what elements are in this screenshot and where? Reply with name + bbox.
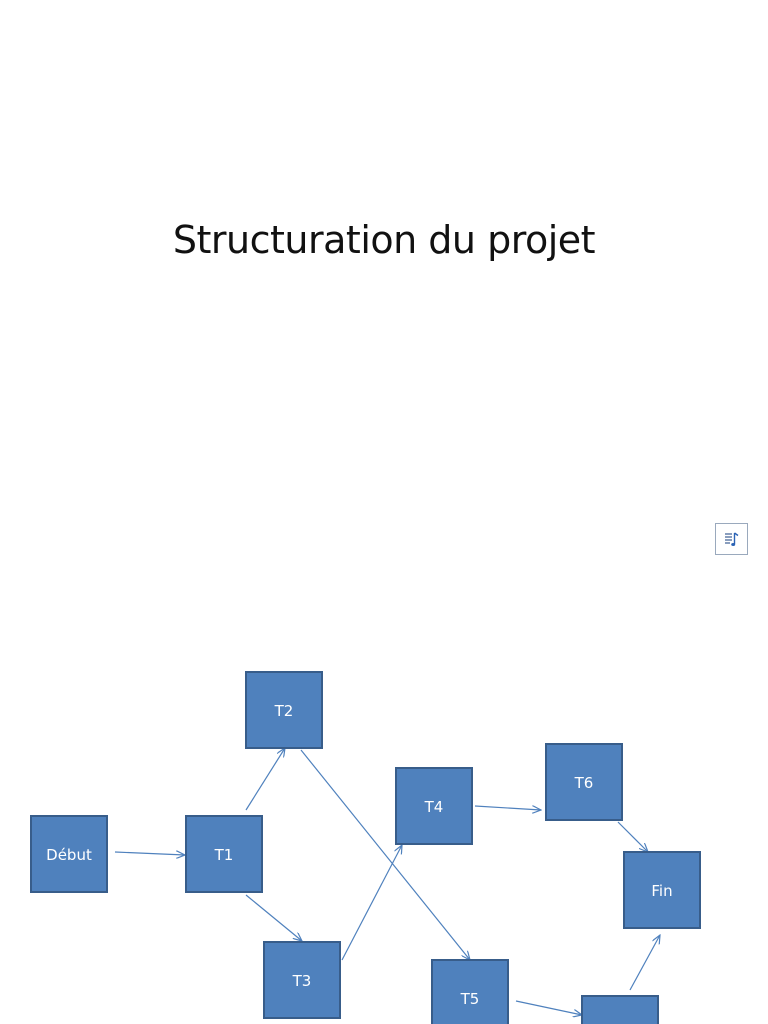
node-debut[interactable]: Début — [30, 815, 108, 893]
node-box — [545, 743, 623, 821]
node-fin[interactable]: Fin — [623, 851, 701, 929]
node-box — [245, 671, 323, 749]
node-t7[interactable] — [581, 995, 659, 1024]
arrow-t5-to-t7 — [515, 1000, 582, 1015]
node-label: T6 — [574, 774, 594, 792]
node-label: Fin — [651, 882, 672, 900]
node-t3[interactable]: T3 — [263, 941, 341, 1019]
audio-notes-icon — [725, 532, 739, 546]
node-label: T3 — [292, 972, 312, 990]
node-t5[interactable]: T5 — [431, 959, 509, 1024]
node-label: T1 — [214, 846, 234, 864]
node-label: T2 — [274, 702, 294, 720]
arrow-t1-to-t3 — [245, 894, 302, 941]
slide-title: Structuration du projet — [172, 218, 596, 262]
node-t4[interactable]: T4 — [395, 767, 473, 845]
arrow-debut-to-t1 — [114, 852, 185, 855]
node-box — [431, 959, 509, 1024]
node-box — [581, 995, 659, 1024]
arrow-t7-to-fin — [629, 935, 660, 991]
node-box — [185, 815, 263, 893]
node-box — [263, 941, 341, 1019]
node-t2[interactable]: T2 — [245, 671, 323, 749]
node-box — [623, 851, 701, 929]
node-label: T5 — [460, 990, 480, 1008]
node-box — [30, 815, 108, 893]
arrow-t1-to-t2 — [245, 748, 285, 811]
node-label: Début — [46, 846, 92, 864]
arrow-t3-to-t4 — [341, 845, 402, 961]
arrow-t4-to-t6 — [474, 805, 541, 810]
node-box — [395, 767, 473, 845]
node-label: T4 — [424, 798, 444, 816]
node-t6[interactable]: T6 — [545, 743, 623, 821]
node-t1[interactable]: T1 — [185, 815, 263, 893]
arrow-t2-to-t5 — [300, 749, 470, 960]
arrow-t6-to-fin — [617, 821, 648, 852]
media-button[interactable] — [715, 523, 748, 555]
